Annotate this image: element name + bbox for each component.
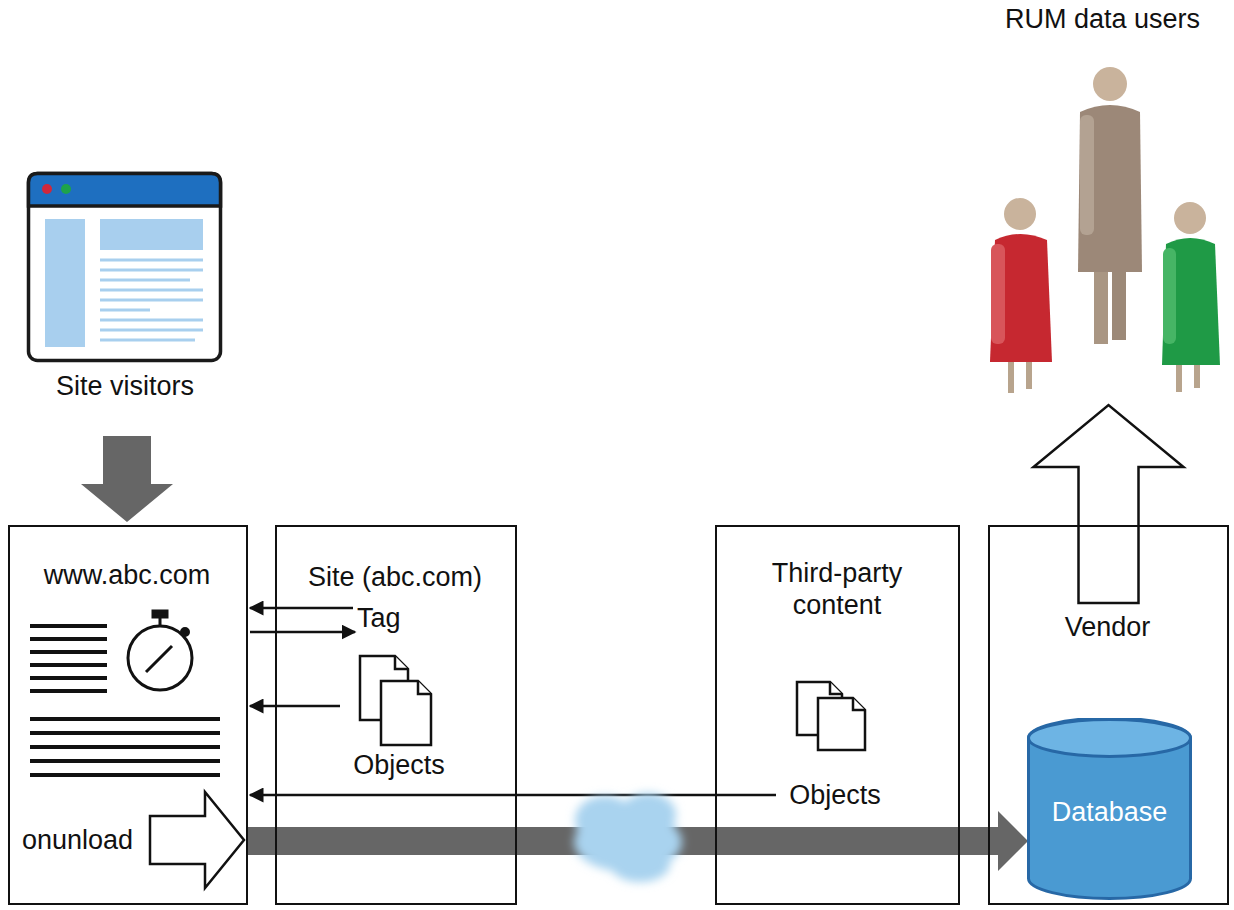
database-cylinder: Database	[1027, 718, 1196, 900]
node-title: Tag	[357, 602, 401, 634]
person-figure	[1094, 262, 1108, 344]
page-text-lines	[30, 650, 107, 654]
node-title: Objects	[344, 749, 454, 781]
browser-icon	[29, 174, 221, 207]
page-text-lines	[30, 745, 220, 749]
beacon-arrow	[250, 631, 355, 634]
node-title: RUM data users	[975, 3, 1230, 35]
node-title: Site visitors	[27, 370, 223, 402]
page-text-lines	[30, 663, 107, 667]
browser-icon	[100, 339, 195, 342]
site-box: Site (abc.com) TagObjects	[275, 525, 517, 905]
node-title: Site (abc.com)	[277, 561, 513, 593]
browser-icon	[100, 219, 203, 250]
browser-icon	[100, 279, 190, 282]
document-icon	[395, 656, 408, 669]
person-figure	[1078, 67, 1142, 344]
onunload-arrow	[150, 792, 244, 888]
node-title: www.abc.com	[10, 559, 244, 591]
request-arrow	[250, 607, 353, 610]
browser-icon	[100, 319, 203, 322]
document-icon	[830, 682, 842, 694]
browser-icon	[42, 184, 52, 194]
browser-icon	[100, 289, 203, 292]
page-text-lines	[30, 773, 220, 777]
stopwatch-icon	[153, 611, 167, 617]
person-figure	[990, 198, 1052, 393]
document-icon	[818, 698, 865, 750]
browser-icon	[100, 269, 203, 272]
person-figure	[1112, 262, 1126, 340]
stopwatch-icon	[182, 629, 189, 636]
page-text-lines	[30, 759, 220, 763]
page-text-lines	[30, 626, 220, 775]
browser-icon	[29, 174, 221, 361]
document-icon	[853, 698, 865, 710]
document-icon	[360, 656, 431, 745]
cloud-shape	[620, 793, 676, 837]
objects-item: Objects	[780, 676, 894, 816]
node-title: Database	[1027, 796, 1192, 828]
onunload-arrow	[150, 792, 244, 888]
object-arrow	[250, 794, 776, 797]
third-party-box: Third-party contentObjects	[715, 525, 960, 905]
cylinder-top	[1029, 720, 1191, 757]
stopwatch-icon	[128, 626, 192, 690]
person-figure	[1004, 198, 1036, 230]
browser-icon	[61, 184, 71, 194]
stopwatch-icon	[146, 646, 172, 672]
browser-icon	[45, 219, 85, 347]
tag-item: Tag	[357, 602, 401, 634]
person-figure	[1078, 105, 1142, 272]
person-figure	[1080, 115, 1094, 235]
rum-users-group: RUM data users	[975, 0, 1234, 400]
page-text-lines	[30, 637, 107, 641]
browser-icon	[100, 329, 203, 332]
document-icon	[797, 682, 865, 750]
person-figure	[1162, 238, 1220, 365]
object-arrow	[250, 705, 340, 708]
flow-arrow	[81, 436, 173, 522]
stopwatch-icon	[128, 611, 192, 690]
browser-page-box: www.abc.com onunload	[8, 525, 248, 905]
browser-icon	[100, 299, 203, 302]
objects-item: Objects	[344, 649, 458, 786]
page-text-lines	[30, 676, 107, 680]
browser-icon	[100, 309, 150, 312]
report-arrow	[1034, 405, 1184, 603]
person-figure	[991, 244, 1005, 344]
browser-icon	[29, 174, 221, 361]
node-title: Objects	[780, 779, 890, 811]
page-text-lines	[30, 731, 220, 735]
cloud-shape	[574, 793, 682, 882]
person-figure	[1163, 248, 1176, 344]
node-title: Third-party content	[757, 557, 917, 622]
cloud-shape	[610, 846, 670, 882]
page-text-lines	[30, 624, 107, 628]
browser-icon	[100, 259, 203, 262]
browser-icon	[100, 260, 203, 340]
person-figure	[1174, 202, 1206, 234]
document-icon	[381, 681, 431, 745]
person-figure	[990, 234, 1052, 362]
page-text-lines	[30, 689, 107, 693]
document-icon	[418, 681, 431, 694]
person-figure	[1162, 202, 1220, 392]
node-label: onunload	[22, 824, 133, 856]
vendor-box: VendorDatabase	[988, 525, 1229, 905]
site-visitors: Site visitors	[27, 172, 227, 412]
page-text-lines	[30, 717, 220, 721]
node-title: Vendor	[990, 611, 1225, 643]
person-figure	[1093, 67, 1127, 101]
